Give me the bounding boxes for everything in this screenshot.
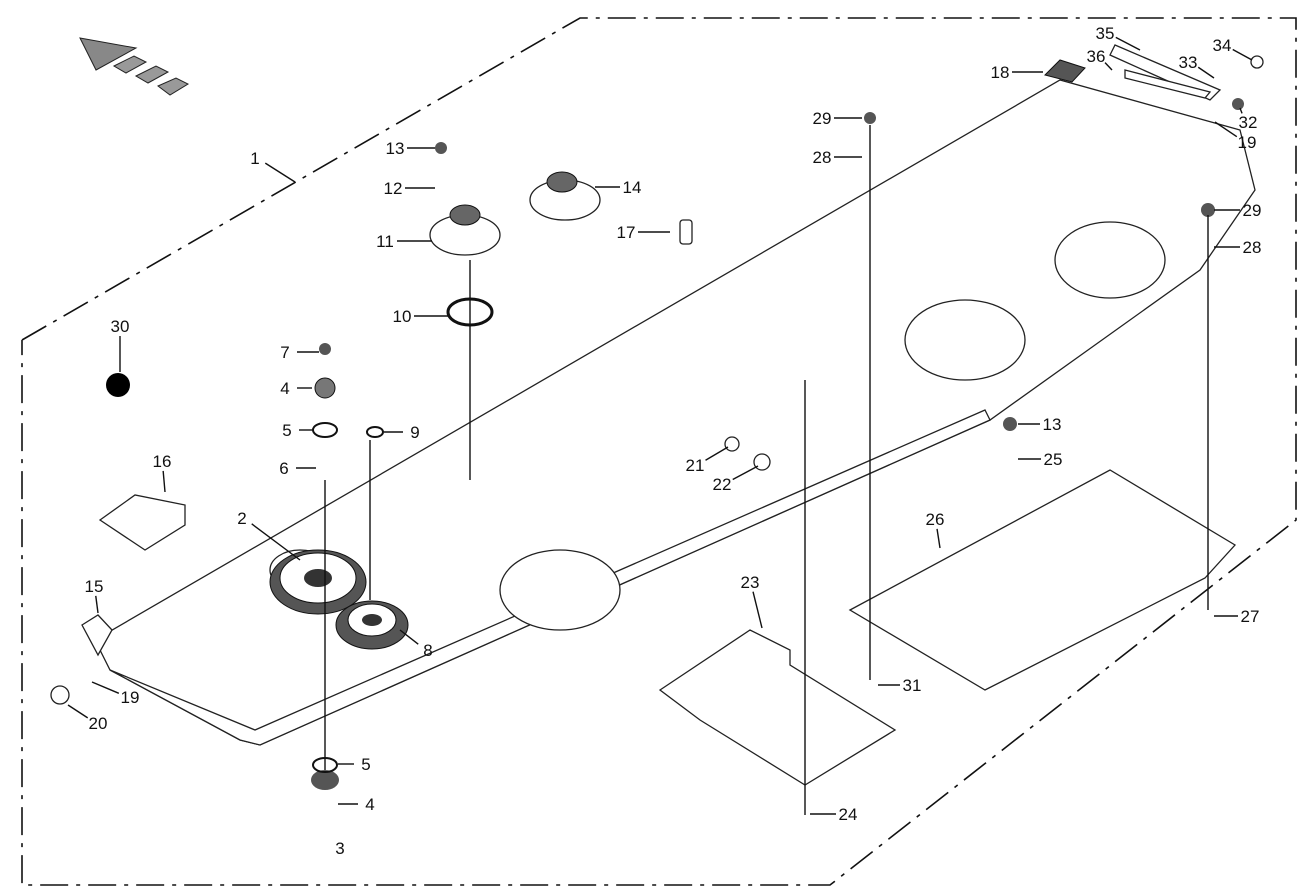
leader-line bbox=[399, 629, 419, 645]
callout-18: 18 bbox=[991, 63, 1010, 82]
callout-5: 5 bbox=[361, 755, 370, 774]
leader-line bbox=[1239, 107, 1243, 114]
callout-4: 4 bbox=[280, 379, 289, 398]
callout-6: 6 bbox=[279, 459, 288, 478]
ball-30 bbox=[106, 373, 130, 397]
bearing-housing-11 bbox=[429, 204, 501, 256]
callout-9: 9 bbox=[410, 423, 419, 442]
gear-2 bbox=[269, 549, 367, 615]
bearing-housing-14 bbox=[529, 171, 601, 221]
leader-line bbox=[1115, 36, 1141, 51]
callout-17: 17 bbox=[617, 223, 636, 242]
gear-8 bbox=[335, 600, 409, 650]
leader-line bbox=[67, 704, 89, 719]
direction-arrow-icon bbox=[79, 37, 190, 96]
callout-14: 14 bbox=[623, 178, 642, 197]
small-parts bbox=[50, 44, 1264, 815]
callout-2: 2 bbox=[237, 509, 246, 528]
callout-25: 25 bbox=[1044, 450, 1063, 469]
callout-10: 10 bbox=[393, 307, 412, 326]
callout-8: 8 bbox=[423, 641, 432, 660]
leader-line bbox=[91, 681, 120, 694]
leader-line bbox=[705, 446, 729, 461]
callout-36: 36 bbox=[1087, 47, 1106, 66]
callout-34: 34 bbox=[1213, 36, 1232, 55]
callout-29: 29 bbox=[813, 109, 832, 128]
callout-30: 30 bbox=[111, 317, 130, 336]
callout-21: 21 bbox=[686, 456, 705, 475]
cover-plate-26 bbox=[848, 469, 1237, 691]
leader-line bbox=[752, 591, 763, 629]
callout-13: 13 bbox=[386, 139, 405, 158]
leader-line bbox=[251, 523, 301, 561]
assembly-boundary bbox=[21, 17, 1297, 886]
callout-13: 13 bbox=[1043, 415, 1062, 434]
leader-line bbox=[264, 162, 296, 183]
callout-7: 7 bbox=[280, 343, 289, 362]
cutter-bar-body bbox=[94, 79, 1256, 746]
callout-26: 26 bbox=[926, 510, 945, 529]
callout-19: 19 bbox=[1238, 133, 1257, 152]
callout-24: 24 bbox=[839, 805, 858, 824]
callout-32: 32 bbox=[1239, 113, 1258, 132]
leader-line bbox=[1104, 62, 1113, 71]
leader-line bbox=[162, 470, 166, 493]
callout-19: 19 bbox=[121, 688, 140, 707]
callout-4: 4 bbox=[365, 795, 374, 814]
callout-3: 3 bbox=[335, 839, 344, 858]
callout-16: 16 bbox=[153, 452, 172, 471]
leader-line bbox=[732, 465, 759, 481]
leader-line bbox=[1232, 48, 1253, 61]
callout-22: 22 bbox=[713, 475, 732, 494]
callout-28: 28 bbox=[813, 148, 832, 167]
callout-28: 28 bbox=[1243, 238, 1262, 257]
callout-12: 12 bbox=[384, 179, 403, 198]
callout-31: 31 bbox=[903, 676, 922, 695]
callout-33: 33 bbox=[1179, 53, 1198, 72]
leader-line bbox=[1197, 66, 1215, 79]
cover-plate-23 bbox=[658, 629, 897, 786]
callout-15: 15 bbox=[85, 577, 104, 596]
leader-line bbox=[1214, 121, 1238, 138]
callout-29: 29 bbox=[1243, 201, 1262, 220]
callout-27: 27 bbox=[1241, 607, 1260, 626]
callout-11: 11 bbox=[376, 232, 394, 251]
callout-35: 35 bbox=[1096, 24, 1115, 43]
leader-line bbox=[936, 528, 941, 549]
callout-5: 5 bbox=[282, 421, 291, 440]
leader-line bbox=[95, 595, 99, 614]
callout-23: 23 bbox=[741, 573, 760, 592]
callout-1: 1 bbox=[250, 149, 259, 168]
callout-20: 20 bbox=[89, 714, 108, 733]
